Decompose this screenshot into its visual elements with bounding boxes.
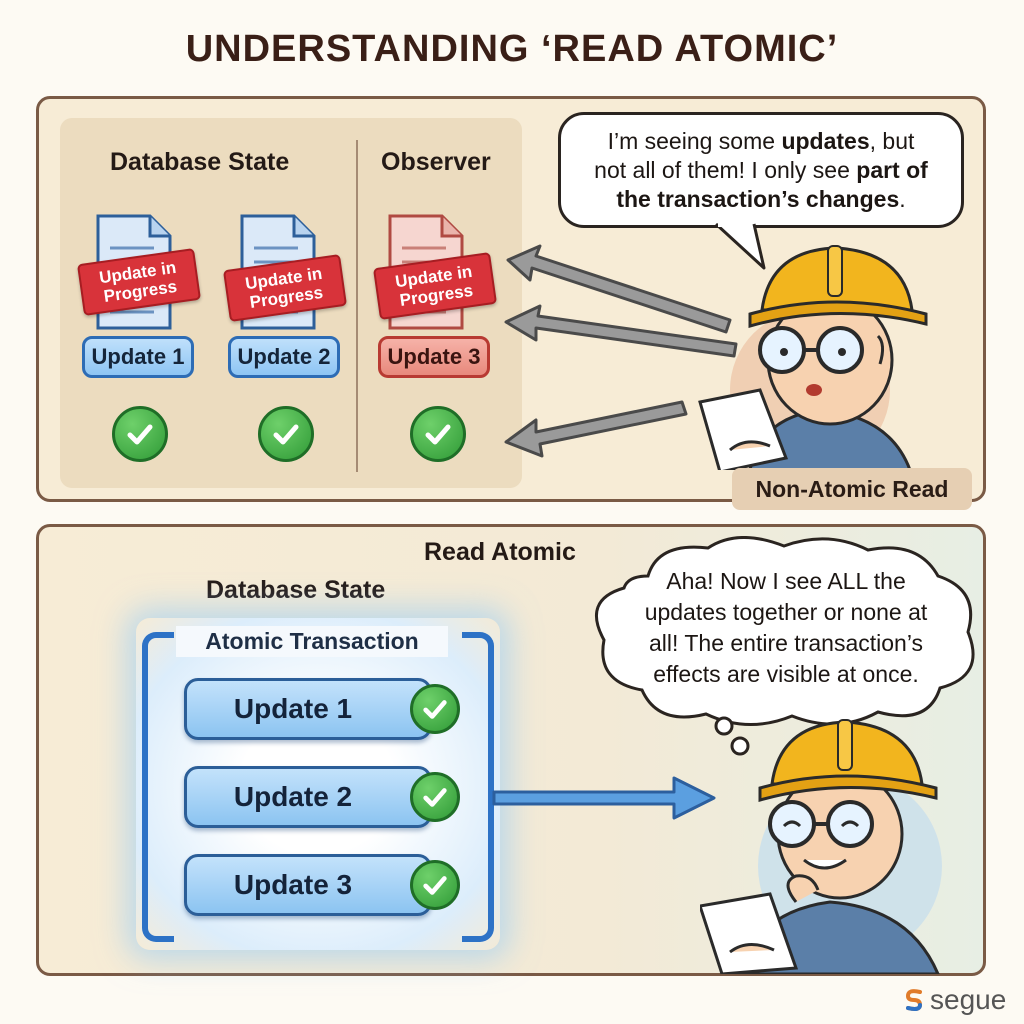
observer-worried-icon — [698, 245, 928, 470]
update-1-bar: Update 1 — [184, 678, 432, 740]
right-bracket — [462, 632, 494, 942]
check-icon — [410, 772, 460, 822]
check-icon — [410, 860, 460, 910]
read-atomic-heading: Read Atomic — [424, 538, 576, 566]
observer-happy-icon — [700, 719, 942, 974]
page-title: UNDERSTANDING ‘READ ATOMIC’ — [185, 28, 839, 70]
observer-arrows — [504, 244, 738, 458]
update-3-bar: Update 3 — [184, 854, 432, 916]
check-icon — [112, 406, 168, 462]
atomic-transaction-label: Atomic Transaction — [176, 626, 448, 657]
database-state-heading: Database State — [110, 148, 290, 176]
check-icon — [410, 684, 460, 734]
speech-bubble: I’m seeing some updates, but not all of … — [558, 112, 964, 228]
update-2-bar: Update 2 — [184, 766, 432, 828]
thought-bubble-text: Aha! Now I see ALL the updates together … — [644, 568, 928, 687]
update-3-badge: Update 3 — [378, 336, 490, 378]
observer-heading: Observer — [381, 148, 491, 176]
check-icon — [410, 406, 466, 462]
database-state-heading-bottom: Database State — [206, 576, 386, 604]
non-atomic-read-label: Non-Atomic Read — [732, 468, 972, 510]
thought-bubble-shape — [594, 536, 975, 736]
update-2-badge: Update 2 — [228, 336, 340, 378]
segue-logo: segue — [902, 984, 1006, 1016]
check-icon — [258, 406, 314, 462]
segue-logo-text: segue — [930, 984, 1007, 1015]
thought-dot — [730, 736, 750, 756]
update-1-badge: Update 1 — [82, 336, 194, 378]
segue-logo-icon — [905, 989, 923, 1011]
column-divider — [356, 140, 358, 472]
left-bracket — [142, 632, 174, 942]
speech-bubble-tail — [714, 222, 766, 270]
arrow-right-icon — [492, 776, 716, 820]
